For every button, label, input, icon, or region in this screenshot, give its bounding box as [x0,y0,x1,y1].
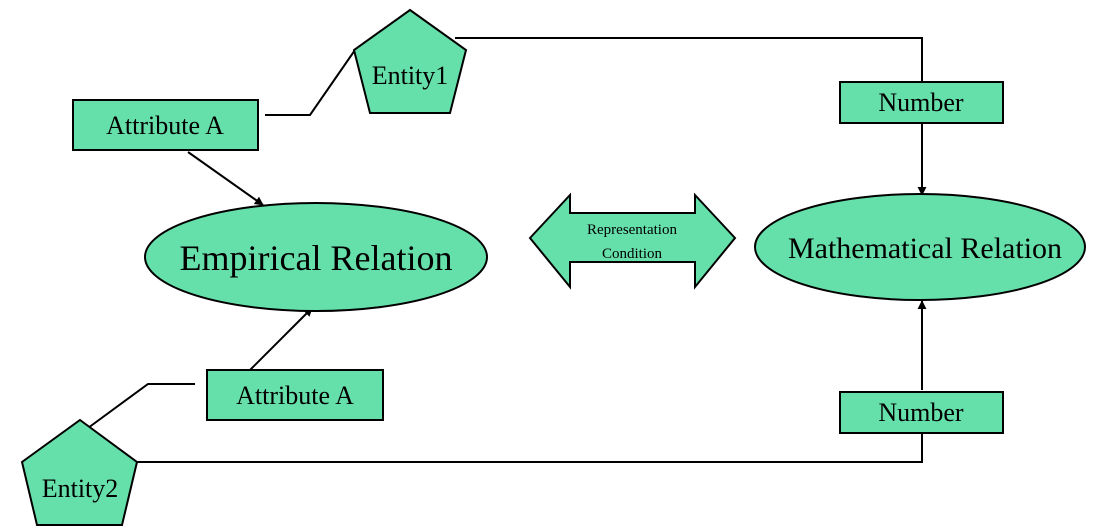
entity1-label: Entity1 [372,61,449,90]
double-arrow-shape [528,192,737,290]
condition-label: Condition [602,246,663,262]
connector-entity1-number-top [455,37,923,82]
number-top-box [839,81,1004,124]
empirical-relation-node: Empirical Relation [144,202,488,312]
empirical-relation-ellipse [144,202,488,312]
mathematical-relation-ellipse [754,193,1086,301]
empirical-relation-label: Empirical Relation [180,238,453,278]
number-bottom-box [839,391,1004,434]
attribute-top-box [72,99,259,151]
mathematical-relation-label: Mathematical Relation [788,232,1062,265]
attribute-top-label: Attribute A [106,111,224,140]
connector-entity2-number-bottom [135,433,923,463]
number-bottom-node: Number [839,391,1004,434]
connector-entity2-attribute-bottom [87,383,195,429]
representation-label: Representation [587,222,677,238]
mathematical-relation-node: Mathematical Relation [754,193,1086,301]
entity2-pentagon [20,418,139,526]
number-top-label: Number [878,88,964,117]
representation-condition-node: Representation Condition [528,192,737,290]
attribute-top-node: Attribute A [72,99,259,151]
entity2-label: Entity2 [42,474,119,503]
arrow-attribute-top-to-empirical [187,151,264,206]
entity1-pentagon [352,8,468,114]
attribute-bottom-box [206,369,384,421]
entity2-node: Entity2 [20,418,139,526]
number-top-node: Number [839,81,1004,124]
attribute-bottom-node: Attribute A [206,369,384,421]
connector-attribute-top-entity1 [265,49,356,116]
arrow-attribute-bottom-to-empirical [249,307,313,371]
attribute-bottom-label: Attribute A [236,381,354,410]
number-bottom-label: Number [878,398,964,427]
entity1-node: Entity1 [352,8,468,114]
